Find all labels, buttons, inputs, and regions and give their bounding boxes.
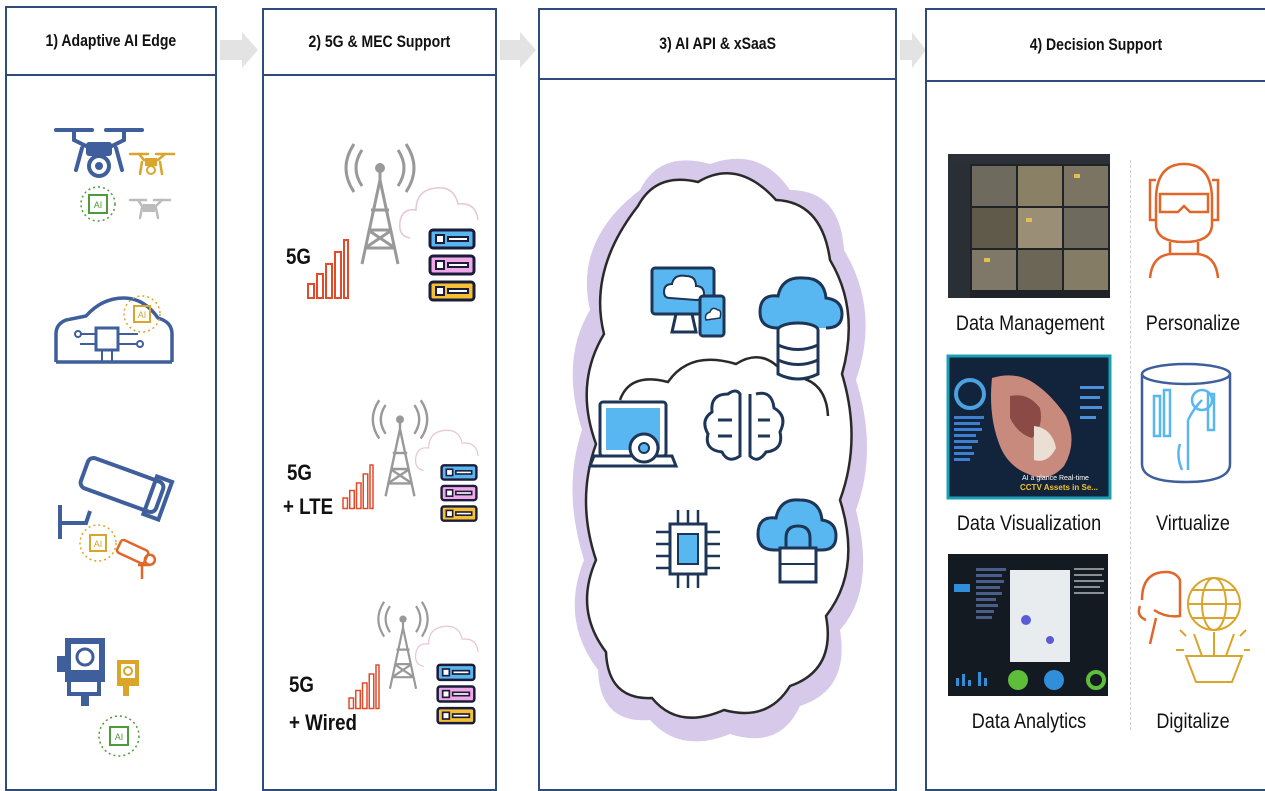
data-management-label: Data Management <box>955 312 1105 335</box>
car-chip-icon: AI <box>54 295 174 364</box>
signal-bars-icon-2 <box>342 464 374 510</box>
stage-2-header: 2) 5G & MEC Support <box>262 8 497 76</box>
personalize-label: Personalize <box>1145 312 1241 335</box>
stage-3-header: 3) AI API & xSaaS <box>538 8 897 80</box>
server-stack-icon-2 <box>440 464 478 522</box>
action-camera-icon: AI <box>57 638 140 757</box>
stage-2-title: 2) 5G & MEC Support <box>308 32 451 51</box>
data-analytics-screenshot <box>948 554 1108 696</box>
tower-lte-icon <box>371 399 429 497</box>
stage-1-header: 1) Adaptive AI Edge <box>5 6 217 76</box>
server-stack-icon-3 <box>436 663 476 725</box>
tower-5g-icon <box>344 143 416 265</box>
drone-icon: AI <box>54 128 176 222</box>
virtualize-label: Virtualize <box>1156 512 1230 535</box>
server-stack-icon <box>428 228 476 302</box>
svg-text:AI: AI <box>115 732 124 742</box>
flow-arrow-3 <box>900 32 926 68</box>
stage-3-title: 3) AI API & xSaaS <box>659 34 776 53</box>
data-management-screenshot <box>948 154 1110 298</box>
signal-bars-icon-3 <box>348 664 380 710</box>
cloud-services-diagram <box>572 158 867 742</box>
signal-bars-icon <box>307 239 349 299</box>
stage-4-title: 4) Decision Support <box>1029 35 1163 54</box>
stage-4-header: 4) Decision Support <box>925 8 1265 82</box>
map-caption-1: AI a glance Real-time <box>1022 475 1089 482</box>
network-row2-label-2: + LTE <box>283 494 334 519</box>
virtualize-hologram-icon <box>1140 362 1232 484</box>
digitalize-label: Digitalize <box>1156 710 1230 733</box>
cloud-outline-icon-3 <box>414 625 479 667</box>
personalize-vr-headset-icon <box>1148 162 1220 279</box>
network-row1-label: 5G <box>286 244 311 269</box>
cloud-outline-icon-2 <box>414 429 479 471</box>
data-analytics-label: Data Analytics <box>971 710 1087 733</box>
stage-1-title: 1) Adaptive AI Edge <box>45 31 177 50</box>
tower-wired-icon <box>377 601 429 690</box>
network-row2-label-1: 5G <box>287 460 312 485</box>
decision-divider <box>1130 160 1131 730</box>
digitalize-globe-icon <box>1137 570 1250 683</box>
network-row3-label-2: + Wired <box>289 710 357 735</box>
svg-text:AI: AI <box>94 539 103 549</box>
cloud-outline-icon <box>398 187 479 239</box>
data-visualization-screenshot: AI a glance Real-time CCTV Assets in Se.… <box>946 354 1112 500</box>
flow-arrow-2 <box>500 32 536 68</box>
map-caption-2: CCTV Assets in Se... <box>1020 483 1098 492</box>
flow-arrow-1 <box>220 32 258 68</box>
cctv-camera-icon: AI <box>58 455 175 579</box>
network-row3-label-1: 5G <box>289 672 314 697</box>
data-visualization-label: Data Visualization <box>956 512 1102 535</box>
svg-text:AI: AI <box>94 200 103 210</box>
stage-1-panel <box>5 76 217 791</box>
svg-text:AI: AI <box>138 310 147 320</box>
